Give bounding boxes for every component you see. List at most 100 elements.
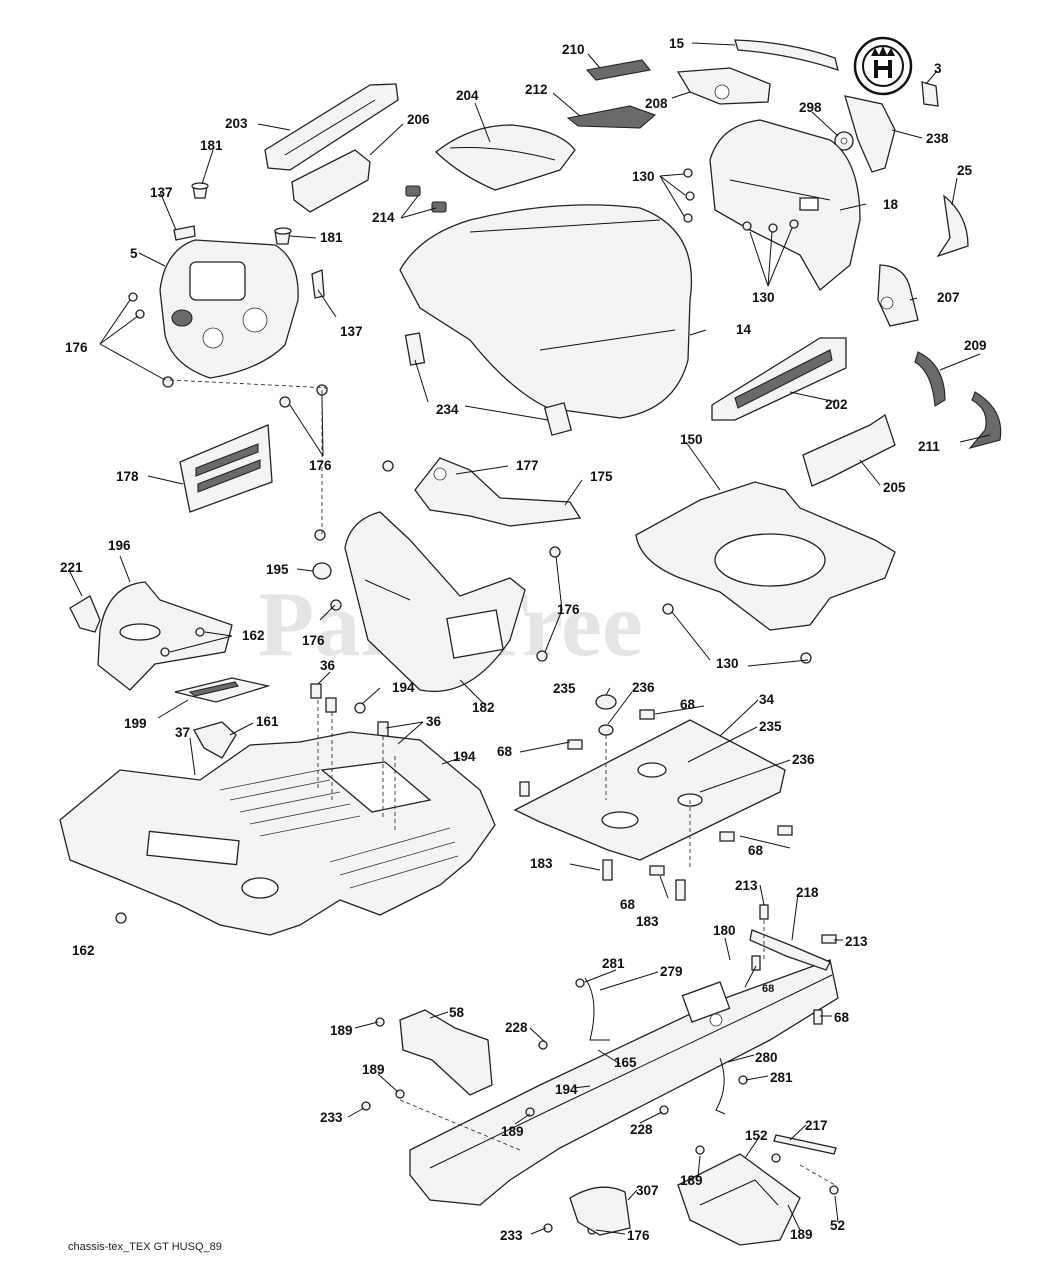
callout-206: 206 bbox=[407, 112, 430, 127]
callout-202: 202 bbox=[825, 397, 848, 412]
callout-58: 58 bbox=[449, 1005, 465, 1020]
callout-194-c: 194 bbox=[555, 1082, 578, 1097]
callout-37: 37 bbox=[175, 725, 190, 740]
part-212-grille bbox=[566, 105, 657, 129]
callout-204: 204 bbox=[456, 88, 479, 103]
part-150-rear-fender bbox=[635, 481, 896, 631]
callout-205: 205 bbox=[883, 480, 906, 495]
part-205-panel bbox=[802, 413, 896, 487]
part-130-screws-top bbox=[683, 168, 695, 223]
part-18-front-nose bbox=[709, 119, 861, 291]
part-137-clip-right bbox=[311, 269, 325, 299]
callout-36-b: 36 bbox=[426, 714, 442, 729]
callout-213-b: 213 bbox=[845, 934, 868, 949]
callout-labels: 15 210 208 3 212 204 203 181 206 298 238… bbox=[60, 36, 987, 1243]
part-152-plate bbox=[677, 1153, 801, 1246]
callout-213-a: 213 bbox=[735, 878, 758, 893]
part-175-bracket bbox=[414, 457, 582, 527]
callout-176-e: 176 bbox=[627, 1228, 650, 1243]
callout-228-b: 228 bbox=[630, 1122, 653, 1137]
part-162-screws bbox=[115, 627, 205, 924]
callout-130-a: 130 bbox=[632, 169, 655, 184]
part-218-bracket bbox=[749, 929, 831, 971]
part-178-vent bbox=[179, 424, 273, 513]
part-181-knob-lower bbox=[274, 227, 292, 245]
callout-152: 152 bbox=[745, 1128, 768, 1143]
part-199-plate bbox=[174, 677, 271, 703]
callout-307: 307 bbox=[636, 1183, 659, 1198]
husqvarna-logo bbox=[853, 36, 913, 96]
callout-25: 25 bbox=[957, 163, 973, 178]
callout-181-b: 181 bbox=[320, 230, 343, 245]
callout-183-b: 183 bbox=[636, 914, 659, 929]
callout-68-d: 68 bbox=[620, 897, 636, 912]
alignment-lines bbox=[169, 379, 836, 1186]
callout-165: 165 bbox=[614, 1055, 637, 1070]
part-206-console-bracket bbox=[291, 149, 371, 213]
part-208-bezel bbox=[676, 67, 771, 105]
callout-18: 18 bbox=[883, 197, 899, 212]
part-221-seat-back bbox=[69, 595, 101, 633]
callout-235-b: 235 bbox=[759, 719, 782, 734]
callout-68-c: 68 bbox=[748, 843, 764, 858]
callout-68-f: 68 bbox=[834, 1010, 850, 1025]
callout-182: 182 bbox=[472, 700, 495, 715]
callout-189-c: 189 bbox=[501, 1124, 524, 1139]
part-202-front-bar bbox=[711, 337, 847, 421]
callout-180: 180 bbox=[713, 923, 736, 938]
part-217-rod bbox=[773, 1134, 837, 1155]
callout-177: 177 bbox=[516, 458, 539, 473]
part-34-engine-plate bbox=[513, 719, 786, 861]
part-161-bracket bbox=[193, 721, 237, 759]
callout-15: 15 bbox=[669, 36, 685, 51]
part-279-cable bbox=[584, 977, 610, 1041]
callout-178: 178 bbox=[116, 469, 139, 484]
part-181-knob-upper bbox=[191, 182, 209, 199]
part-58-bracket bbox=[399, 1009, 493, 1096]
part-307-cover bbox=[569, 1186, 631, 1236]
callout-281-b: 281 bbox=[770, 1070, 793, 1085]
callout-279: 279 bbox=[660, 964, 683, 979]
callout-211: 211 bbox=[918, 439, 940, 454]
callout-281-a: 281 bbox=[602, 956, 625, 971]
callout-68-e: 68 bbox=[762, 983, 774, 995]
callout-209: 209 bbox=[964, 338, 987, 353]
callout-175: 175 bbox=[590, 469, 613, 484]
callout-236-a: 236 bbox=[632, 680, 655, 695]
callout-208: 208 bbox=[645, 96, 668, 111]
part-3-emblem-holder bbox=[921, 81, 939, 107]
callout-189-b: 189 bbox=[362, 1062, 385, 1077]
callout-228-a: 228 bbox=[505, 1020, 528, 1035]
callout-68-b: 68 bbox=[497, 744, 513, 759]
part-196-seat bbox=[97, 581, 233, 691]
footer-reference: chassis-tex_TEX GT HUSQ_89 bbox=[68, 1241, 222, 1253]
callout-176-b: 176 bbox=[309, 458, 332, 473]
callout-5: 5 bbox=[130, 246, 138, 261]
callout-221: 221 bbox=[60, 560, 83, 575]
callout-218: 218 bbox=[796, 885, 819, 900]
callout-236-b: 236 bbox=[792, 752, 815, 767]
callout-210: 210 bbox=[562, 42, 585, 57]
callout-214: 214 bbox=[372, 210, 395, 225]
part-25-side-trim bbox=[936, 194, 969, 258]
part-298-grommet bbox=[834, 131, 854, 151]
callout-68-a: 68 bbox=[680, 697, 696, 712]
callout-183-a: 183 bbox=[530, 856, 553, 871]
part-14-hood bbox=[399, 204, 693, 419]
callout-161: 161 bbox=[256, 714, 279, 729]
callout-235-a: 235 bbox=[553, 681, 576, 696]
part-204-hood-panel bbox=[435, 124, 576, 191]
callout-189-e: 189 bbox=[790, 1227, 813, 1242]
callout-280: 280 bbox=[755, 1050, 778, 1065]
callout-189-a: 189 bbox=[330, 1023, 353, 1038]
callout-137-b: 137 bbox=[340, 324, 363, 339]
callout-34: 34 bbox=[759, 692, 775, 707]
callout-203: 203 bbox=[225, 116, 248, 131]
leader-lines bbox=[69, 42, 991, 1235]
part-182-dash-housing bbox=[344, 511, 526, 692]
part-195-bushing bbox=[312, 562, 332, 580]
callout-233-b: 233 bbox=[500, 1228, 523, 1243]
part-207-headlight bbox=[877, 264, 919, 327]
part-234-decal-a bbox=[404, 332, 426, 366]
